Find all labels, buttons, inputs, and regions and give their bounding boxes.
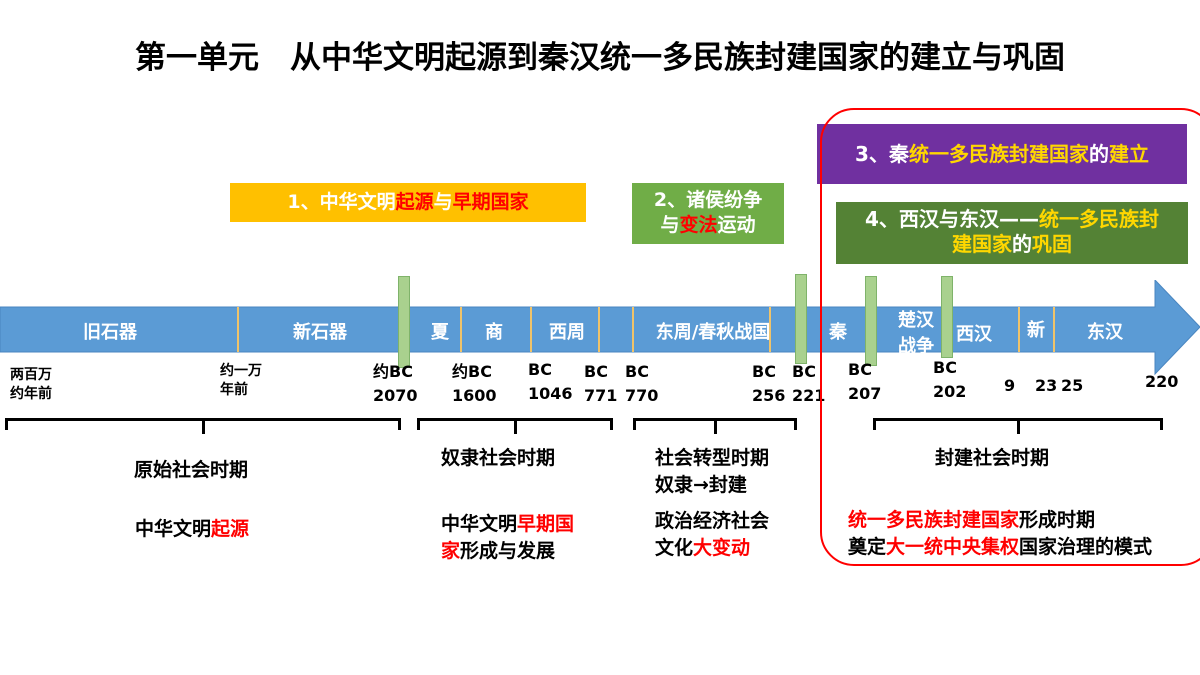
era-transition: 社会转型时期 奴隶→封建 (655, 447, 770, 496)
era-primitive-note: 中华文明起源 (135, 518, 250, 540)
period-eastern-zhou: 东周/春秋战国 (655, 322, 771, 343)
separator (460, 307, 462, 352)
marker-202 (941, 276, 953, 358)
brace-feudal (873, 418, 1163, 434)
topic-2-reform: 变法 (679, 214, 718, 236)
topic-2-line1: 2、诸侯纷争 (653, 189, 763, 211)
period-chu-han-1: 楚汉 (898, 310, 934, 331)
date-220: 220 (1145, 372, 1179, 391)
brace-slave (417, 418, 613, 434)
separator (237, 307, 239, 352)
brace-transition (633, 418, 797, 434)
period-neolithic: 新石器 (293, 322, 347, 343)
topic-3-box: 3、秦统一多民族封建国家的建立 (817, 124, 1187, 184)
era-feudal: 封建社会时期 (935, 447, 1050, 469)
topic-2-line2: 与变法运动 (660, 214, 756, 236)
marker-207 (865, 276, 877, 366)
timeline-arrow (0, 280, 1200, 376)
topic-3-establish: 建立 (1108, 142, 1149, 166)
topic-1-box: 1、中华文明起源与早期国家 (230, 183, 586, 222)
period-qin: 秦 (829, 322, 847, 343)
date-25: 25 (1061, 376, 1084, 395)
period-western-zhou: 西周 (549, 322, 585, 343)
era-slave-note: 中华文明早期国 家形成与发展 (441, 513, 575, 562)
separator (769, 307, 771, 352)
period-xin: 新 (1027, 320, 1045, 341)
era-transition-note: 政治经济社会 文化大变动 (655, 510, 770, 559)
date-9: 9 (1004, 376, 1016, 395)
period-paleolithic: 旧石器 (83, 322, 137, 343)
topic-1-num: 1、中华文明 (287, 191, 396, 213)
topic-4-unified: 统一多民族封 (1038, 207, 1159, 231)
era-primitive: 原始社会时期 (134, 459, 249, 481)
highlight-frame (820, 108, 1200, 566)
marker-221 (795, 274, 807, 364)
era-feudal-note: 统一多民族封建国家形成时期 奠定大一统中央集权国家治理的模式 (848, 509, 1153, 558)
period-chu-han-2: 战争 (898, 336, 934, 357)
separator (598, 307, 600, 352)
separator (632, 307, 634, 352)
page-title: 第一单元 从中华文明起源到秦汉统一多民族封建国家的建立与巩固 (135, 40, 1065, 76)
period-shang: 商 (485, 322, 503, 343)
topic-2-box: 2、诸侯纷争 与变法运动 (632, 183, 784, 244)
date-23: 23 (1035, 376, 1058, 395)
separator (1018, 307, 1020, 352)
topic-3-unified: 统一多民族封建国家 (908, 142, 1089, 166)
topic-4-box: 4、西汉与东汉——统一多民族封 建国家的巩固 (836, 202, 1188, 264)
separator (530, 307, 532, 352)
date-neo: 约一万年前 (220, 363, 262, 398)
topic-4-consolidate: 巩固 (1032, 232, 1072, 256)
topic-1-origin: 起源 (395, 191, 434, 213)
separator (1053, 307, 1055, 352)
period-eastern-han: 东汉 (1087, 322, 1123, 343)
brace-primitive (5, 418, 401, 434)
topic-1-early-state: 早期国家 (452, 191, 529, 213)
date-paleo: 两百万约年前 (10, 367, 52, 402)
period-xia: 夏 (431, 322, 449, 343)
marker-2070 (398, 276, 410, 368)
topic-1-and: 与 (433, 191, 453, 213)
period-western-han: 西汉 (956, 324, 992, 345)
era-slave: 奴隶社会时期 (441, 447, 556, 469)
